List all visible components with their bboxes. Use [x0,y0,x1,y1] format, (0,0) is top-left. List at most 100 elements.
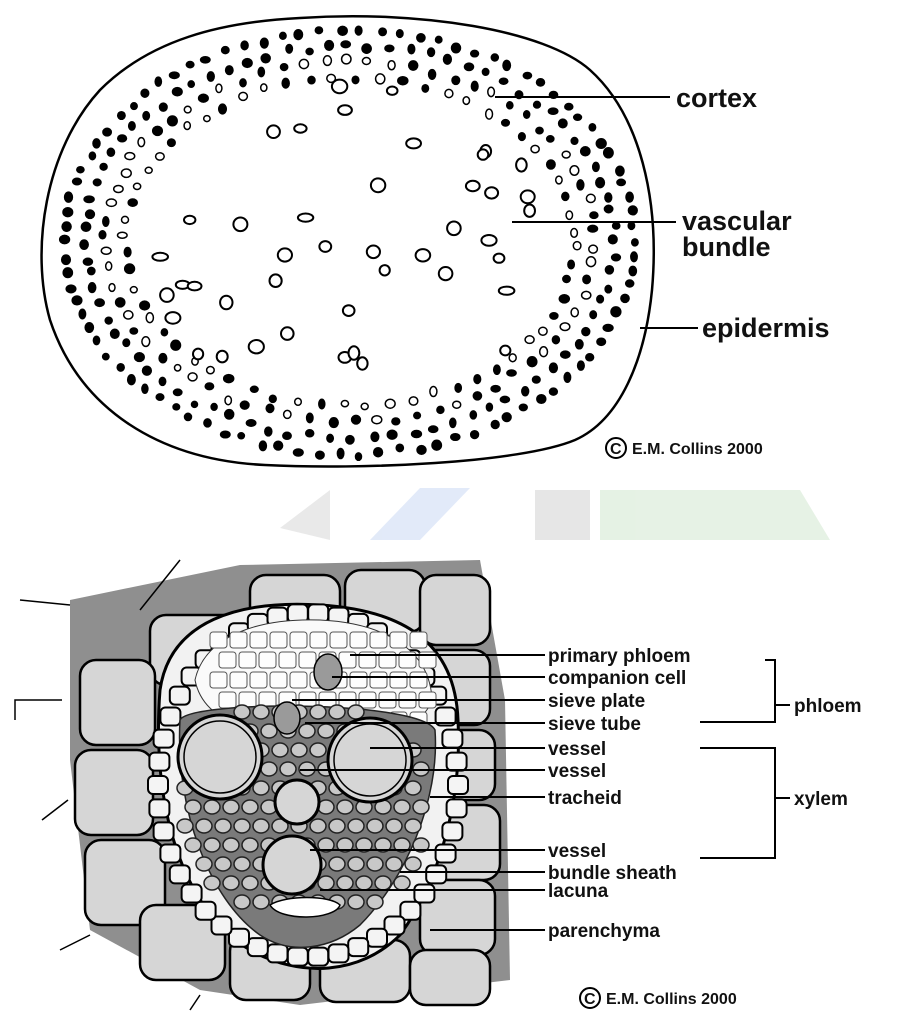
bundle-dot [379,28,386,35]
tracheid-cell [348,705,364,719]
bundle-dot [583,275,590,283]
tracheid-cell [234,895,250,909]
companion-cell [314,654,342,690]
bundle-dot [470,411,476,419]
bundle-dot [444,55,452,65]
bundle-dot [316,451,324,459]
bundle-dot [540,347,548,357]
bundle-dot [422,85,428,92]
bundle-dot [398,77,408,85]
bundle-dot [125,153,135,160]
bundle-dot [356,453,362,460]
vessel-medium [263,836,321,894]
bundle-dot [621,294,629,302]
bundle-dot [499,287,515,295]
bundle-dot [323,56,331,66]
bundle-dot [327,434,333,442]
bundle-dot [249,340,264,353]
bundle-dot [81,222,90,231]
tracheid-cell [242,800,258,814]
copyright-text-top: E.M. Collins 2000 [632,441,763,458]
bundle-dot [471,81,478,91]
tracheid-cell [215,819,231,833]
label-vessel-2: vessel [548,761,606,782]
bundle-dot [547,160,555,169]
tracheid-cell [253,781,269,795]
bundle-dot [243,59,253,68]
sheath-cell [149,753,169,771]
bundle-dot [117,364,124,371]
bundle-dot [173,88,183,96]
bundle-dot [586,194,595,202]
bundle-dot [616,166,624,176]
bundle-dot [349,346,360,359]
bundle-dot [552,336,559,344]
bundle-dot [294,124,306,132]
bundle-dot [486,109,493,119]
bundle-dot [204,116,210,122]
bundle-dot [188,373,197,381]
bundle-dot [571,138,578,145]
bundle-dot [590,311,596,319]
bundle-dot [258,67,264,76]
bundle-dot [578,361,585,370]
tracheid-cell [386,857,402,871]
bundle-dot [576,340,583,349]
bundle-dot [451,434,460,441]
bundle-dot [338,26,347,35]
bundle-dot [134,183,141,189]
phloem-cell [410,672,427,688]
bundle-dot [193,349,203,360]
bundle-dot [83,258,92,265]
bundle-dot [319,241,331,252]
bundle-dot [294,449,304,456]
sheath-cell [248,938,268,956]
bundle-dot [482,69,488,76]
bundle-dot [452,43,461,53]
bundle-dot [219,104,227,114]
bundle-dot [207,72,214,81]
tracheid-cell [261,724,277,738]
tracheid-cell [348,857,364,871]
bundle-dot [89,152,95,160]
phloem-cell [219,652,236,668]
bundle-dot [86,210,95,218]
tracheid-cell [185,800,201,814]
bundle-dot [436,36,442,43]
bundle-dot [502,120,510,126]
bundle-dot [294,30,302,40]
bundle-dot [306,430,314,437]
bundle-dot [337,449,343,459]
phloem-cell [299,652,316,668]
bundle-dot [325,41,334,51]
label-sieve-plate: sieve plate [548,691,645,712]
bundle-dot [93,179,101,186]
bundle-dot [165,312,180,324]
bundle-dot [352,76,359,83]
sieve-plate [274,702,300,734]
bundle-dot [111,329,119,338]
bundle-dot [62,222,71,231]
bundle-dot [63,268,72,278]
bundle-dot [174,389,182,395]
bundle-dot [396,444,403,451]
bundle-dot [417,446,426,455]
phloem-cell [210,672,227,688]
label-companion-cell: companion cell [548,668,686,689]
bundle-dot [175,365,181,371]
bundle-dot [536,127,543,133]
bundle-dot [152,253,168,261]
sheath-cell [329,944,349,962]
bundle-dot [188,282,202,291]
bundle-dot [428,48,435,56]
bundle-dot [611,307,621,317]
phloem-cell [250,672,267,688]
bundle-dot [571,229,578,238]
bundle-dot [131,103,137,110]
phloem-cell [250,632,267,648]
bundle-dot [159,377,165,385]
vascular-bundle-detail [15,560,510,1010]
bundle-dot [77,167,84,173]
bundle-dot [267,125,280,138]
bundle-dot [125,264,135,273]
